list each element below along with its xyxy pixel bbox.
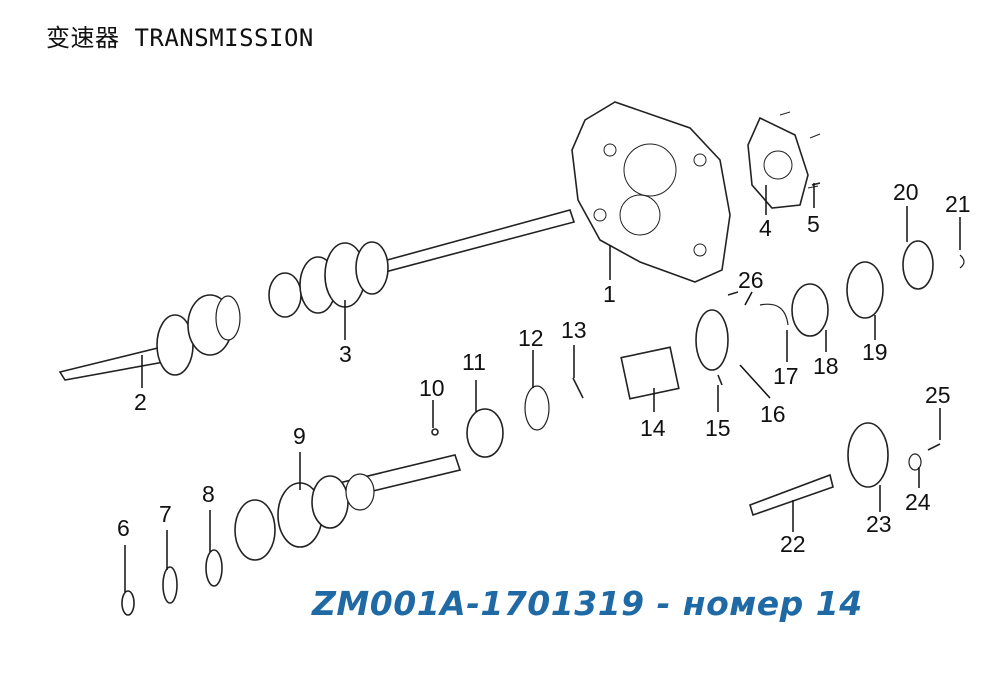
callout-17: 17 (773, 363, 799, 389)
callout-5: 5 (807, 211, 820, 237)
part-6-snap-ring (121, 590, 135, 616)
part-17-circlip (759, 303, 789, 326)
callout-6: 6 (117, 515, 130, 541)
callout-12: 12 (518, 325, 544, 351)
callout-14: 14 (640, 415, 666, 441)
part-11-bearing (466, 408, 504, 458)
part-7-ring (162, 566, 178, 604)
diagram-title: 变速器 TRANSMISSION (46, 24, 314, 52)
leader-lines (124, 183, 961, 592)
callout-11: 11 (462, 349, 486, 375)
part-24-washer (908, 453, 922, 471)
part-8-washer (205, 549, 223, 587)
part-3-main-shaft (268, 209, 576, 318)
callout-15: 15 (705, 415, 731, 441)
part-1-transmission-case (571, 101, 731, 283)
part-2-input-shaft (58, 294, 241, 381)
callout-1: 1 (603, 281, 616, 307)
part-9-countershaft (234, 454, 462, 561)
callout-22: 22 (780, 531, 806, 557)
part-12-ring (524, 385, 550, 431)
part-22-shaft (749, 473, 834, 517)
part-23-gear (847, 422, 889, 488)
part-10-ball (431, 428, 439, 436)
callout-3: 3 (339, 341, 352, 367)
callout-21: 21 (945, 191, 971, 217)
callout-18: 18 (813, 353, 839, 379)
callout-9: 9 (293, 423, 306, 449)
callout-25: 25 (925, 382, 951, 408)
part-26-pin (727, 291, 739, 296)
part-4-cover-plate (747, 111, 821, 209)
callout-19: 19 (862, 339, 888, 365)
callout-13: 13 (561, 317, 587, 343)
callout-24: 24 (905, 489, 931, 515)
callout-8: 8 (202, 481, 215, 507)
part-13-spring-pin (572, 377, 584, 399)
part-16-gear (695, 309, 729, 371)
callout-20: 20 (893, 179, 919, 205)
callout-16: 16 (760, 401, 786, 427)
callout-7: 7 (159, 501, 172, 527)
callout-10: 10 (419, 375, 445, 401)
part-18-sleeve (791, 283, 829, 337)
part-20-synchro-ring (902, 240, 934, 290)
part-19-synchronizer (846, 261, 884, 319)
part-25-bolt (927, 443, 941, 451)
callout-23: 23 (866, 511, 892, 537)
callout-4: 4 (759, 215, 772, 241)
callout-26: 26 (738, 267, 764, 293)
part-5-bolt (811, 182, 821, 186)
part-15-pin (717, 374, 723, 386)
part-14-needle-bearing (620, 346, 680, 400)
part-number-caption: ZM001A-1701319 - номер 14 (312, 584, 863, 623)
callout-2: 2 (134, 389, 147, 415)
part-21-clip (959, 254, 965, 269)
